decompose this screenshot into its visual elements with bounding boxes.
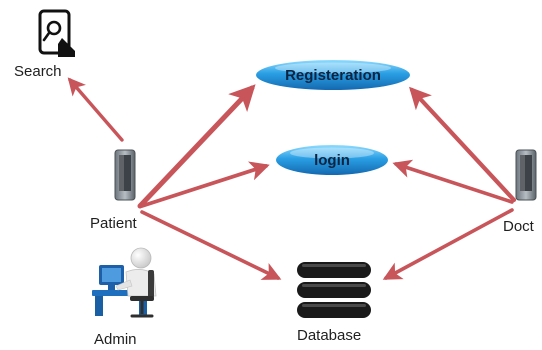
doctor-label: Doct (503, 218, 535, 235)
arrows-group (67, 77, 517, 280)
doctor-phone-icon (515, 149, 537, 201)
admin-node: Admin (92, 247, 157, 348)
database-icon (297, 262, 371, 318)
search-label: Search (14, 63, 62, 80)
arrow-patient-to-database (140, 210, 282, 280)
registration-label: Registeration (285, 67, 381, 84)
arrow-doctor-to-registration (409, 86, 517, 203)
arrow-doctor-to-database (382, 208, 514, 280)
patient-phone-icon (114, 149, 136, 201)
person-at-computer-icon (92, 247, 157, 318)
login-label: login (314, 152, 350, 169)
arrow-patient-to-registration (137, 84, 256, 209)
registration-node: Registeration (256, 60, 410, 90)
registration-oval (256, 60, 410, 90)
arrow-patient-to-search (67, 77, 124, 142)
login-oval (276, 145, 388, 175)
patient-node: Patient (90, 149, 138, 232)
search-node: Search (14, 9, 75, 80)
database-node: Database (297, 262, 371, 344)
arrow-doctor-to-login (392, 159, 514, 204)
login-node: login (276, 145, 388, 175)
doctor-node: Doct (503, 149, 537, 235)
arrow-patient-to-login (140, 161, 270, 208)
registration-oval-highlight (275, 62, 391, 74)
database-label: Database (297, 327, 361, 344)
patient-label: Patient (90, 215, 138, 232)
search-phone-icon (38, 9, 75, 57)
admin-label: Admin (94, 331, 137, 348)
login-oval-highlight (290, 147, 374, 159)
